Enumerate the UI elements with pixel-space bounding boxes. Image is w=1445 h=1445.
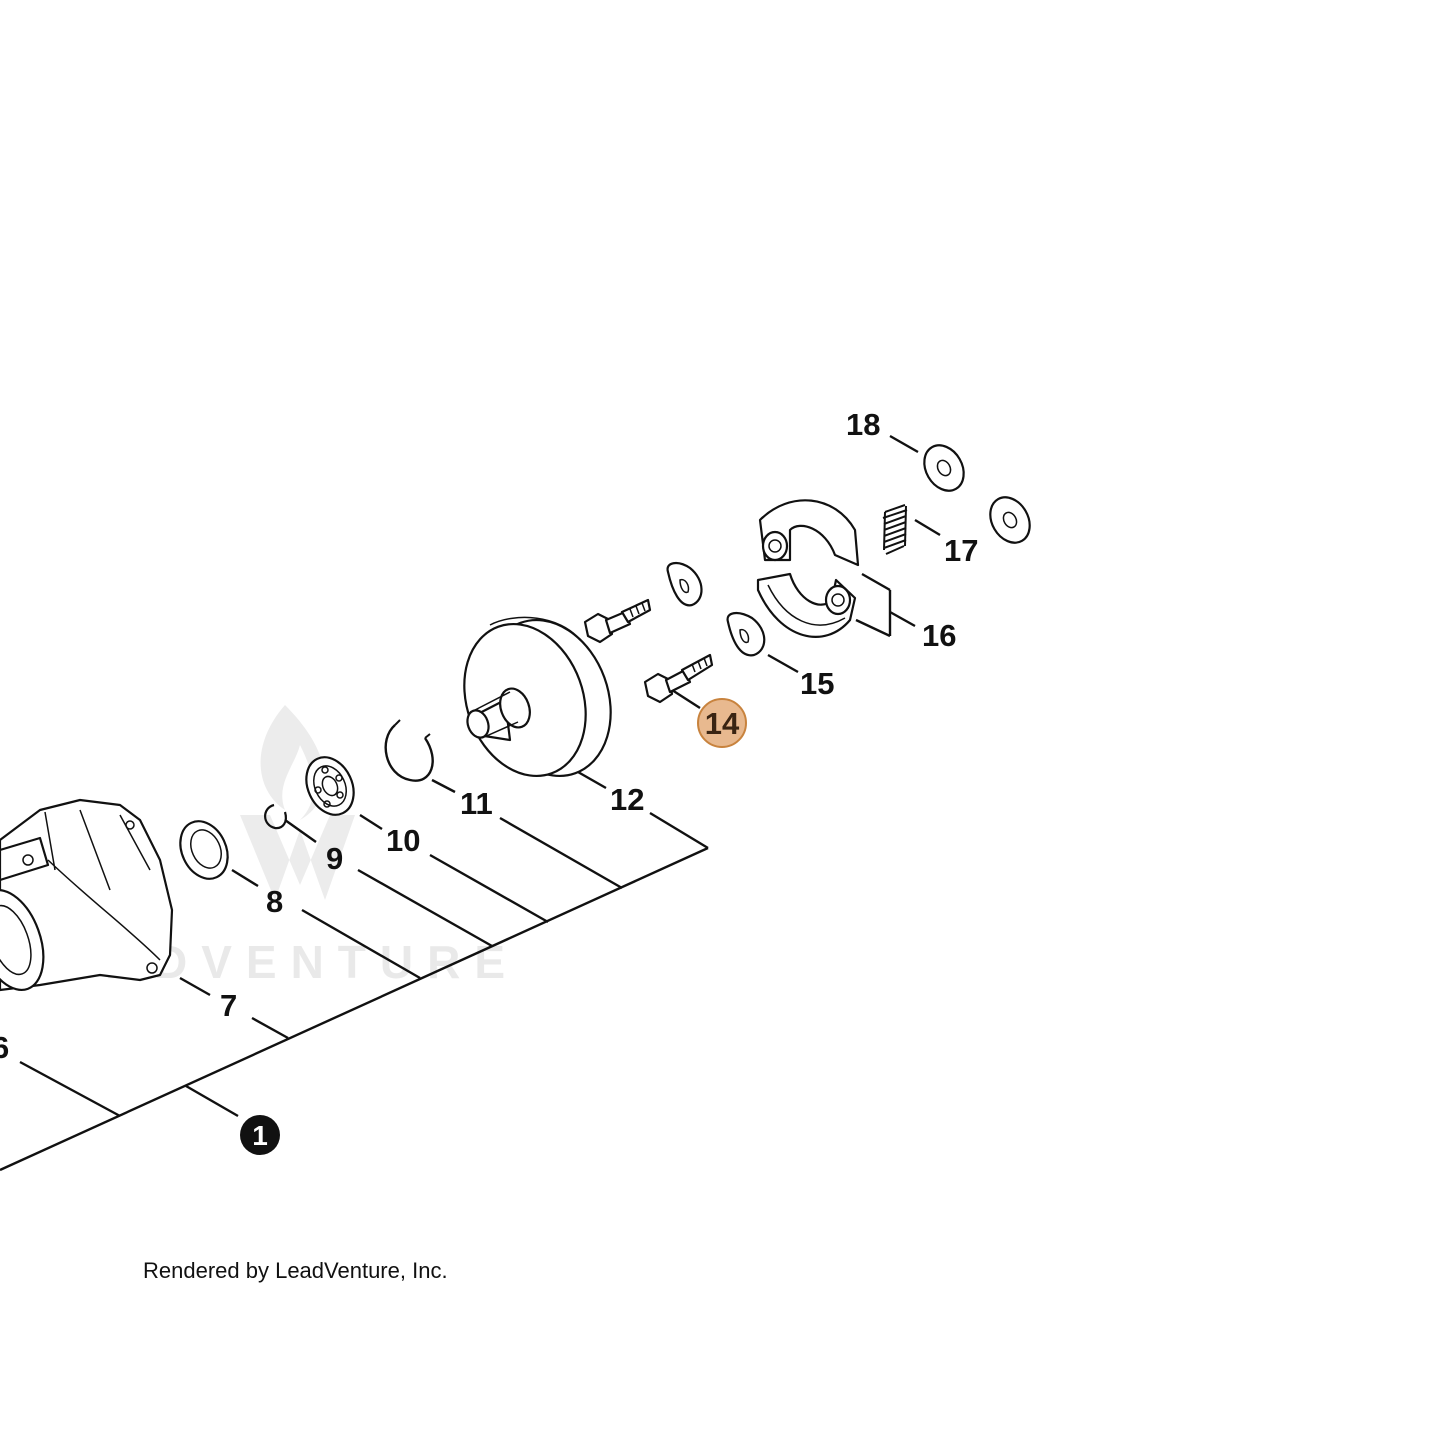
clutch-shoe-lower [756,572,857,638]
washer-top [923,444,965,492]
washer-lower [726,612,766,657]
small-circlip [264,803,287,830]
callout-16[interactable]: 16 [922,618,956,653]
callout-14[interactable]: 14 [705,706,740,741]
shoulder-bolt-upper [583,598,652,644]
callout-17[interactable]: 17 [944,533,978,568]
callout-1[interactable]: 1 [252,1120,268,1151]
clutch-shoe-upper [758,499,860,567]
seal-ring [179,820,229,880]
callout-7[interactable]: 7 [220,988,237,1023]
ball-bearing [305,756,355,816]
callout-14-highlighted[interactable]: 14 [697,698,747,748]
highlight-circle [697,698,747,748]
clutch-drum [463,616,612,778]
circlip [384,719,434,782]
callout-labels: 18 17 16 15 14 12 11 10 9 8 7 6 1 [0,407,978,1155]
callout-1-badge [240,1115,280,1155]
callout-9[interactable]: 9 [326,841,343,876]
callout-8[interactable]: 8 [266,884,283,919]
callout-18[interactable]: 18 [846,407,880,442]
washer-upper [666,562,703,607]
callout-10[interactable]: 10 [386,823,420,858]
washer-right [989,496,1031,544]
callout-15[interactable]: 15 [800,666,834,701]
parts-drawing [0,444,1031,992]
clutch-housing [0,798,174,992]
spring [882,504,908,555]
callout-1-inverted[interactable]: 1 [240,1115,280,1155]
shoulder-bolt-lower [643,653,714,704]
leader-lines [0,434,941,1172]
callout-12[interactable]: 12 [610,782,644,817]
callout-6[interactable]: 6 [0,1030,9,1065]
callout-11[interactable]: 11 [460,786,493,821]
render-credit: Rendered by LeadVenture, Inc. [143,1258,448,1283]
